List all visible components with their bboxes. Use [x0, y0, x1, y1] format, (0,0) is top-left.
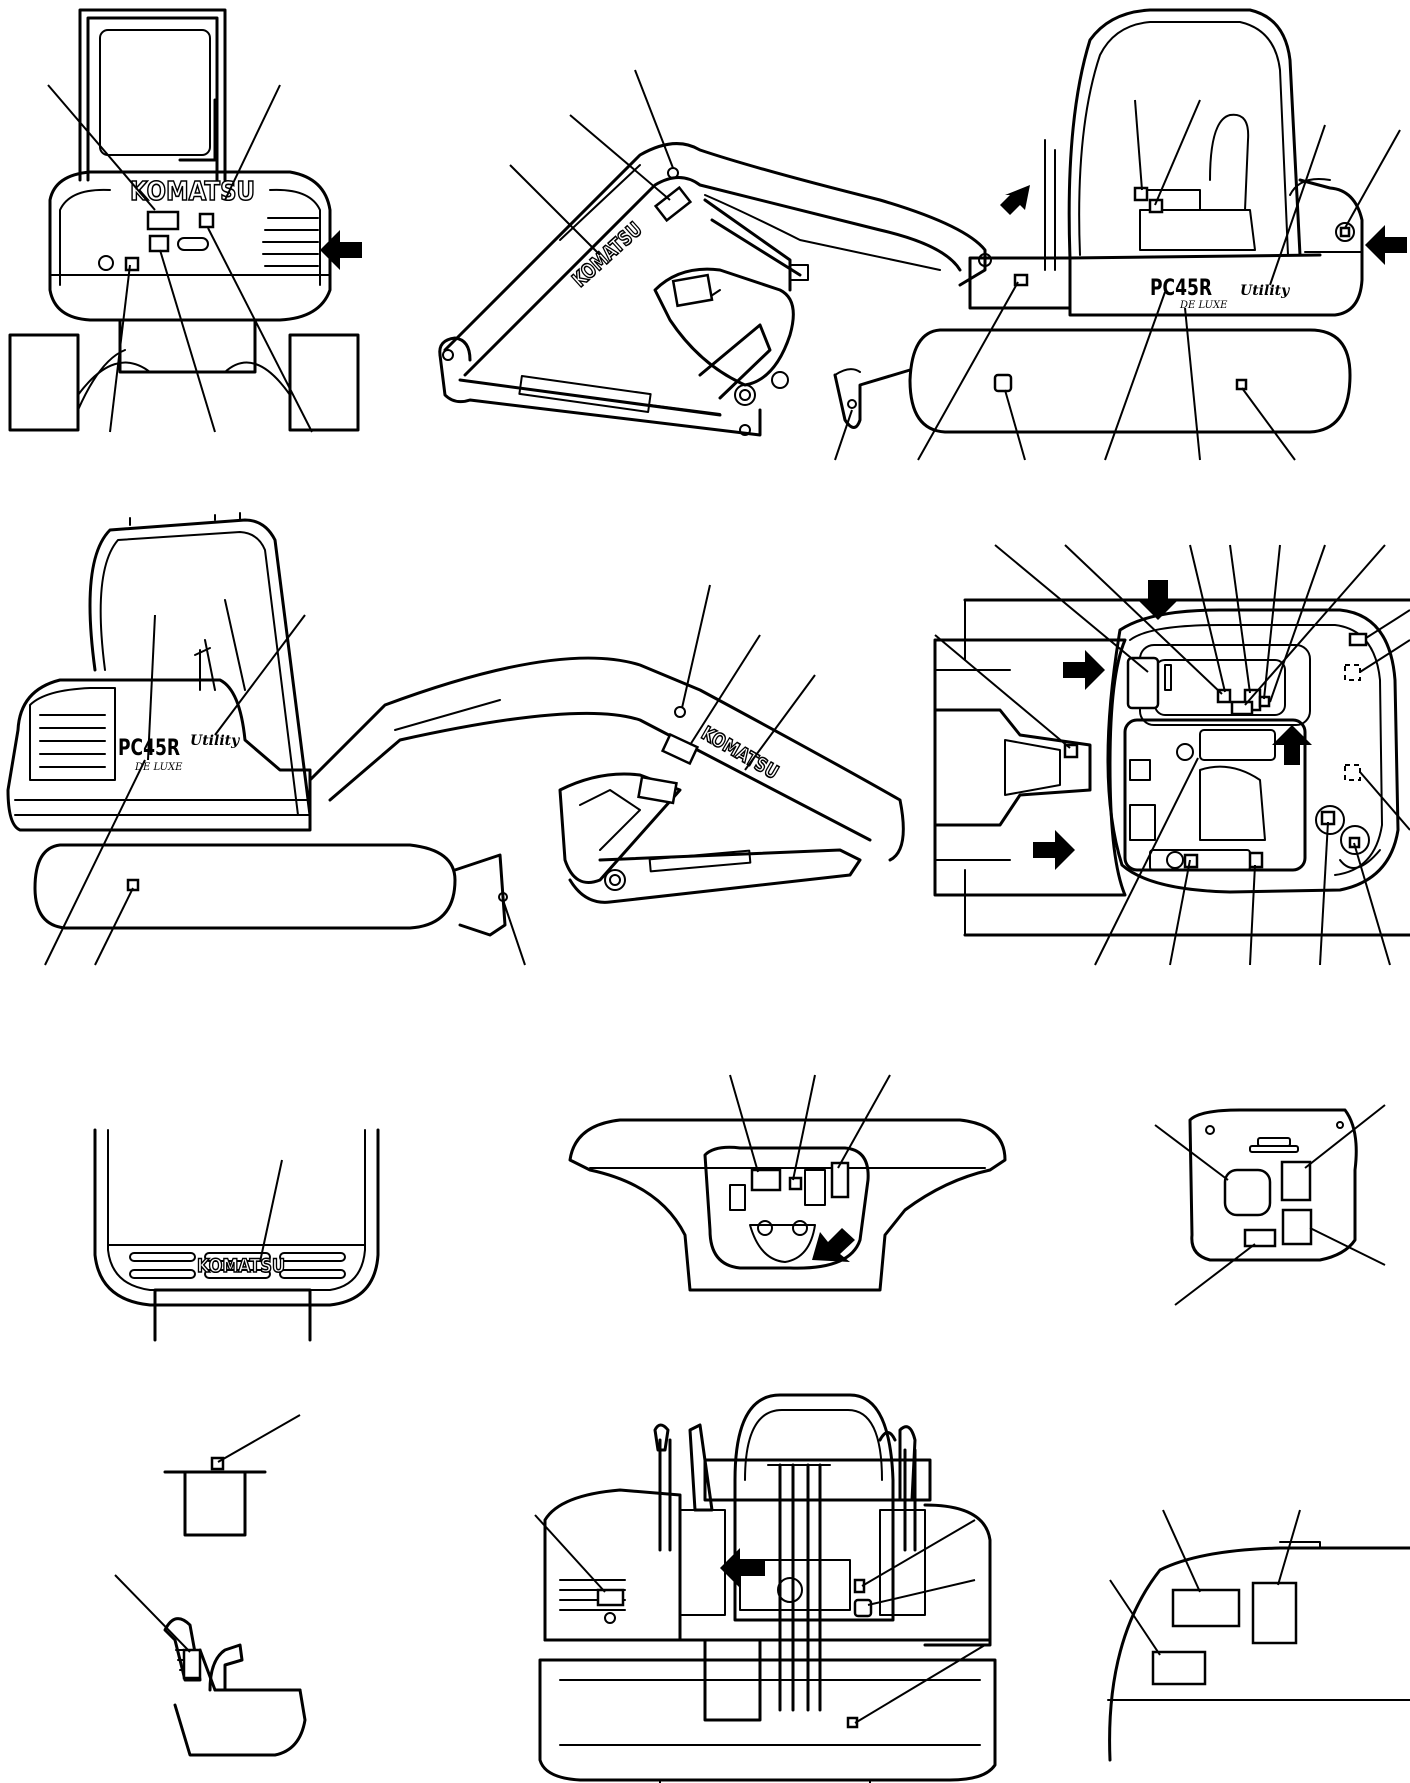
boom-logo-text-right: KOMATSU: [698, 722, 783, 784]
counterweight-logo-text: KOMATSU: [197, 1255, 285, 1277]
switch-box-view: [163, 1414, 301, 1537]
arrow-icon: [320, 230, 362, 270]
model-sub-text-right: DE LUXE: [134, 762, 183, 773]
boom-logo-text: KOMATSU: [567, 217, 646, 292]
arrow-icon: [1033, 830, 1075, 870]
arrow-icon: [812, 1228, 855, 1262]
side-panel-view: [1154, 1104, 1386, 1306]
control-lever-view: [114, 1574, 307, 1757]
fuel-tank-view: [1107, 1509, 1410, 1762]
arrow-icon: [1365, 225, 1407, 265]
arrow-icon: [1063, 650, 1105, 690]
rear-view: KOMATSU: [8, 8, 362, 433]
arrow-icon: [1138, 580, 1178, 620]
left-side-view: KOMATSU: [438, 8, 1407, 461]
arrow-icon: [720, 1548, 765, 1588]
counterweight-view: KOMATSU: [93, 1128, 380, 1342]
right-side-view: PC45R DE LUXE Utility KOMATSU: [6, 512, 905, 966]
model-text: PC45R: [1150, 276, 1212, 301]
engine-compartment-view: [568, 1074, 1007, 1292]
top-view: [933, 544, 1410, 966]
badge-text: Utility: [1240, 283, 1290, 299]
model-sub-text: DE LUXE: [1179, 300, 1228, 311]
arrow-icon: [1272, 725, 1312, 765]
arrow-icon: [1000, 185, 1030, 215]
operator-seat-view: [534, 1393, 997, 1783]
badge-text-right: Utility: [190, 733, 240, 749]
